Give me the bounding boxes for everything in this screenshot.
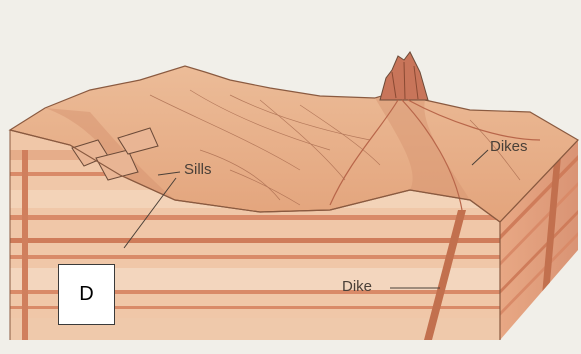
sills-label: Sills: [184, 161, 212, 178]
left-feeder: [22, 150, 28, 340]
letter-badge: D: [58, 264, 115, 325]
sill-layer: [10, 238, 505, 243]
volcanic-neck: [380, 52, 428, 100]
dikes-label: Dikes: [490, 138, 528, 155]
badge-letter: D: [79, 283, 93, 306]
dike-label: Dike: [342, 278, 372, 295]
